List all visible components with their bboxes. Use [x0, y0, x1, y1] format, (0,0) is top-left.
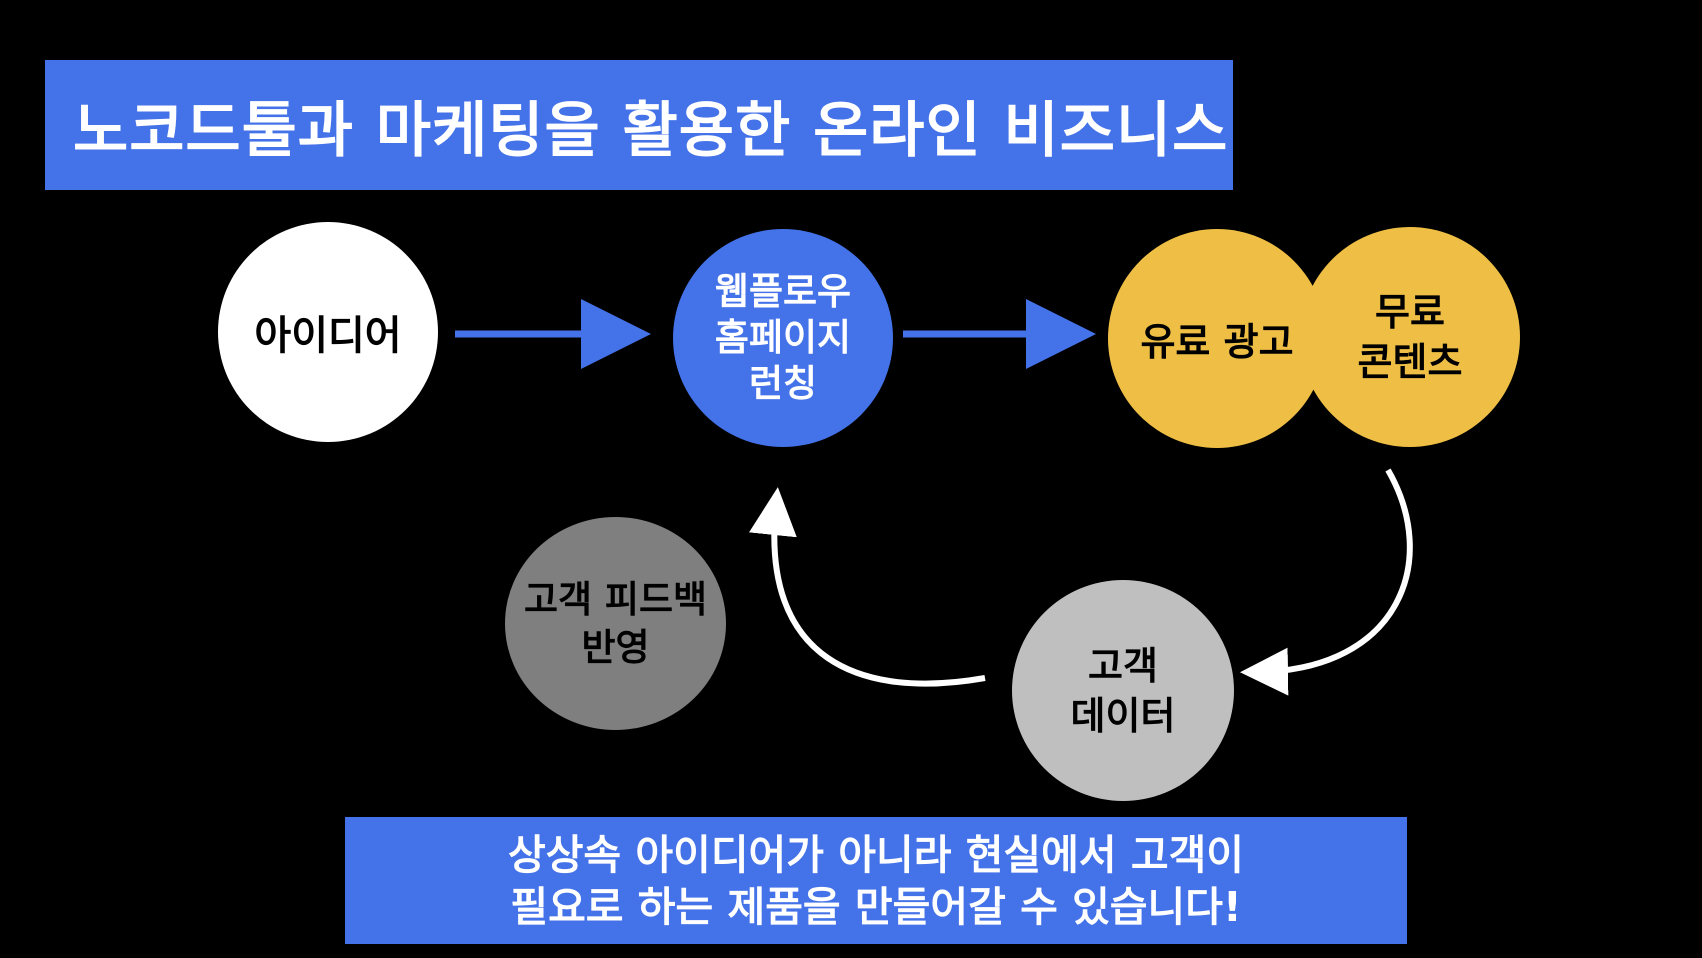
title-banner: 노코드툴과 마케팅을 활용한 온라인 비즈니스: [45, 60, 1233, 190]
node-customer-data-line-2: 데이터: [1070, 693, 1176, 738]
node-free-content-line-2: 콘텐츠: [1357, 340, 1463, 384]
node-customer-feedback: 고객 피드백 반영: [505, 517, 726, 730]
node-webflow-launch: 웹플로우 홈페이지 런칭: [673, 229, 893, 447]
node-webflow-line-1: 웹플로우: [714, 270, 852, 313]
node-customer-data: 고객 데이터: [1012, 580, 1234, 801]
footer-line-1: 상상속 아이디어가 아니라 현실에서 고객이: [507, 830, 1245, 879]
node-paid-ads: 유료 광고: [1108, 229, 1326, 448]
node-webflow-line-3: 런칭: [748, 362, 818, 405]
node-idea-label: 아이디어: [254, 313, 402, 359]
footer-banner: 상상속 아이디어가 아니라 현실에서 고객이 필요로 하는 제품을 만들어갈 수…: [345, 817, 1407, 944]
node-free-content: 무료 콘텐츠: [1300, 227, 1520, 447]
node-idea: 아이디어: [218, 222, 438, 442]
node-customer-data-line-1: 고객: [1088, 643, 1158, 688]
arrow-data-to-webflow: [749, 487, 986, 687]
node-free-content-line-1: 무료: [1375, 290, 1445, 334]
node-feedback-line-2: 반영: [581, 625, 650, 669]
page-title: 노코드툴과 마케팅을 활용한 온라인 비즈니스: [73, 95, 1229, 166]
node-feedback-line-1: 고객 피드백: [523, 577, 708, 621]
node-webflow-line-2: 홈페이지: [714, 316, 852, 359]
footer-line-2: 필요로 하는 제품을 만들어갈 수 있습니다!: [510, 882, 1242, 931]
arrow-content-to-data: [1240, 468, 1413, 696]
node-paid-ads-label: 유료 광고: [1140, 320, 1294, 364]
